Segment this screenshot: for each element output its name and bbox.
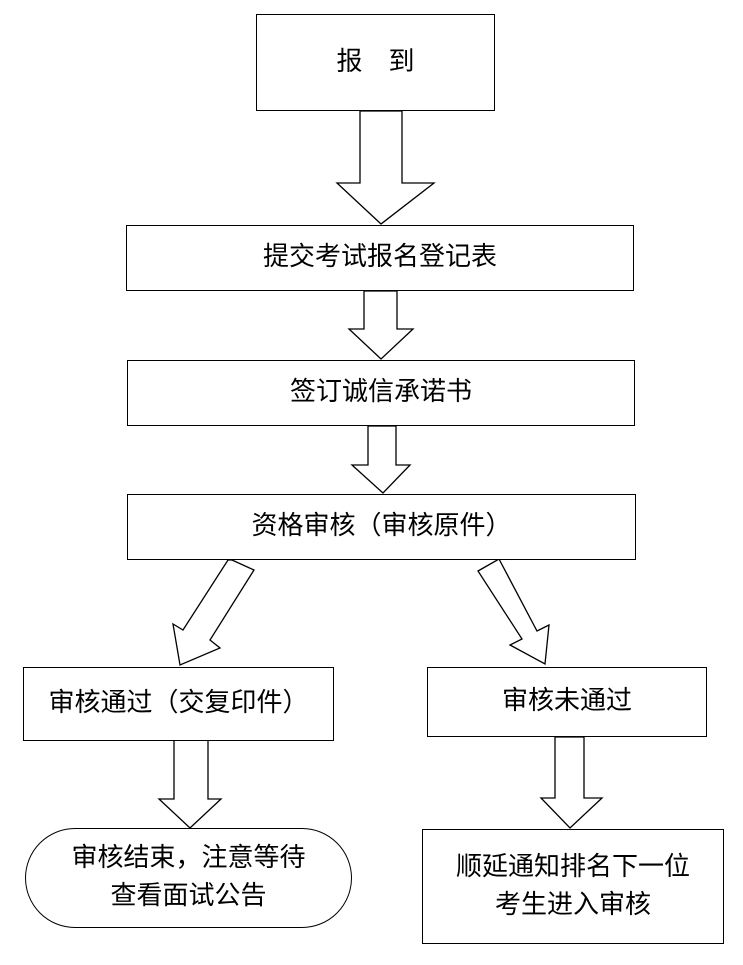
arrow-down-icon bbox=[157, 739, 223, 829]
arrow-down-icon bbox=[350, 425, 412, 494]
step-submit-form-label: 提交考试报名登记表 bbox=[262, 242, 497, 273]
step-qualification-review-box: 资格审核（审核原件） bbox=[127, 494, 636, 560]
step-sign-pledge-label: 签订诚信承诺书 bbox=[289, 377, 472, 408]
arrow-down-icon bbox=[347, 290, 415, 360]
step-submit-form-box: 提交考试报名登记表 bbox=[126, 225, 634, 291]
outcome-passed-line2: 查看面试公告 bbox=[110, 881, 267, 911]
step-report-label: 报 到 bbox=[336, 46, 415, 77]
step-sign-pledge-box: 签订诚信承诺书 bbox=[127, 360, 635, 426]
outcome-failed-box: 顺延通知排名下一位 考生进入审核 bbox=[422, 829, 724, 944]
outcome-passed-box: 审核结束，注意等待 查看面试公告 bbox=[25, 828, 352, 928]
arrow-diagonal-left-icon bbox=[172, 559, 255, 666]
step-qualification-review-label: 资格审核（审核原件） bbox=[251, 511, 512, 542]
arrow-down-icon bbox=[539, 736, 604, 829]
step-report-box: 报 到 bbox=[256, 14, 495, 111]
result-failed-label: 审核未通过 bbox=[501, 686, 632, 717]
outcome-failed-line2: 考生进入审核 bbox=[494, 889, 651, 920]
result-passed-box: 审核通过（交复印件） bbox=[23, 667, 334, 741]
arrow-diagonal-right-icon bbox=[477, 558, 550, 666]
outcome-failed-line1: 顺延通知排名下一位 bbox=[455, 851, 690, 882]
arrow-down-icon bbox=[335, 110, 436, 225]
result-passed-label: 审核通过（交复印件） bbox=[48, 688, 309, 719]
outcome-passed-line1: 审核结束，注意等待 bbox=[71, 843, 306, 874]
result-failed-box: 审核未通过 bbox=[427, 667, 707, 737]
